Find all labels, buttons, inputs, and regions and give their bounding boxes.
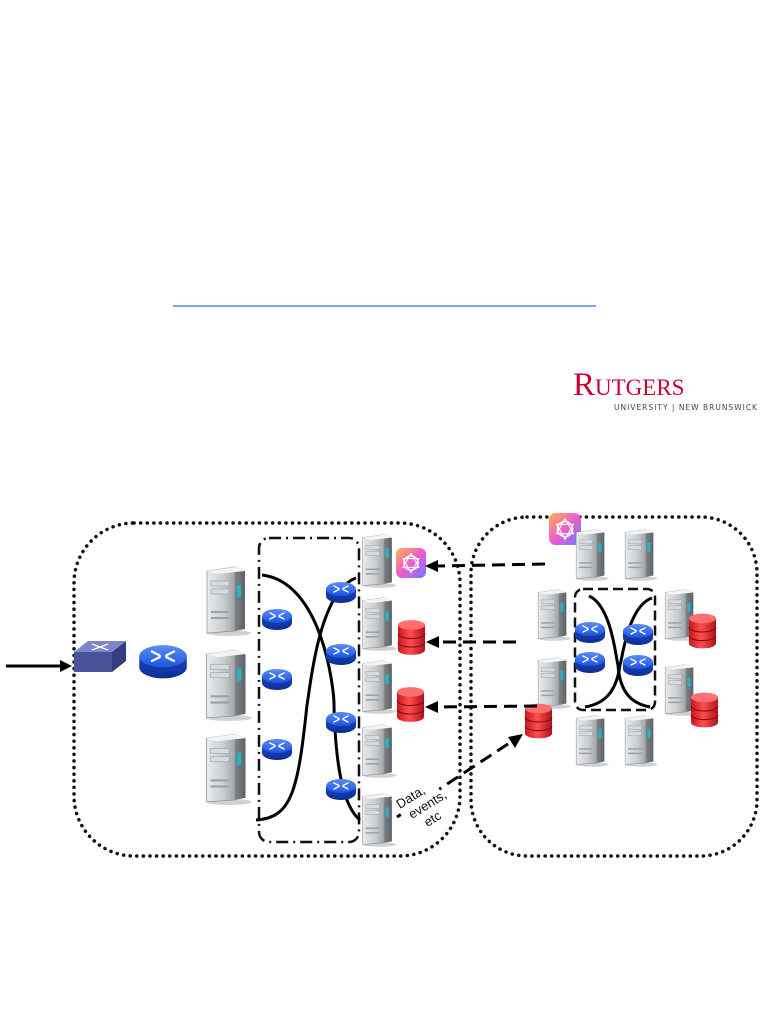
database-icon [690,692,719,728]
server-icon [205,649,253,722]
router-icon [261,668,293,691]
router-icon [325,581,357,604]
ai-app-icon [395,547,427,579]
switch-icon [74,641,126,672]
router-icon [325,778,357,801]
database-icon [397,619,426,656]
logo-wordmark: Rutgers [573,367,685,403]
fabric-link [261,573,361,822]
logo-subtitle: UNIVERSITY | NEW BRUNSWICK [614,403,758,412]
server-icon [362,724,397,779]
datacenter-right [469,515,759,858]
server-icon [205,733,253,806]
server-icon [575,715,610,768]
router-icon [622,623,654,646]
server-icon [624,529,659,582]
server-icon [362,660,397,715]
server-icon [624,715,659,768]
ingress-arrow [6,660,72,672]
server-icon [362,597,397,652]
rutgers-logo: Rutgers UNIVERSITY | NEW BRUNSWICK [573,366,757,416]
fabric-link [255,576,357,822]
server-icon [537,657,572,710]
router-icon [261,738,293,761]
router-icon [574,621,606,644]
router-icon [622,654,654,677]
fabric-link [588,594,651,709]
replication-arrow [425,701,538,713]
title-divider [173,305,596,307]
database-icon [524,703,553,739]
replication-arrow [426,636,516,648]
replication-arrow [425,560,546,572]
database-icon [688,613,717,649]
network-diagram: Data, events, etc [6,512,759,858]
database-icon [396,686,425,723]
router-icon [325,643,357,666]
fabric-box-right [573,587,657,712]
fabric-link [584,596,653,709]
datacenter-left [72,521,462,858]
server-icon [362,793,397,848]
router-icon [325,711,357,734]
server-icon [362,534,397,589]
router-icon [574,651,606,674]
server-icon [537,589,572,642]
server-icon [575,529,610,582]
router-icon [261,608,293,631]
router-icon [138,644,188,680]
server-icon [206,566,252,637]
fabric-box-left [257,536,361,844]
